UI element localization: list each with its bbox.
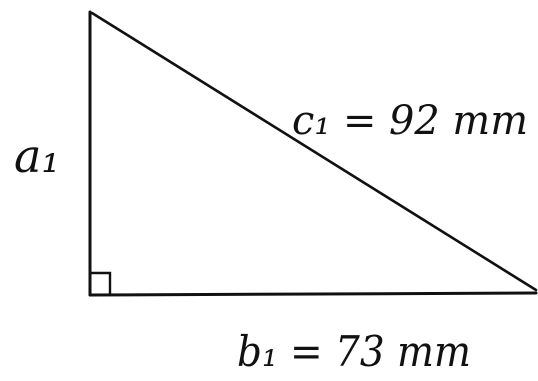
hypotenuse-c-line [90, 11, 538, 292]
label-side-b: b₁ = 73 mm [237, 327, 471, 376]
side-b-line [88, 291, 538, 297]
label-side-c: c₁ = 92 mm [292, 98, 528, 144]
label-side-a: a₁ [14, 129, 60, 183]
right-angle-marker [90, 271, 112, 295]
